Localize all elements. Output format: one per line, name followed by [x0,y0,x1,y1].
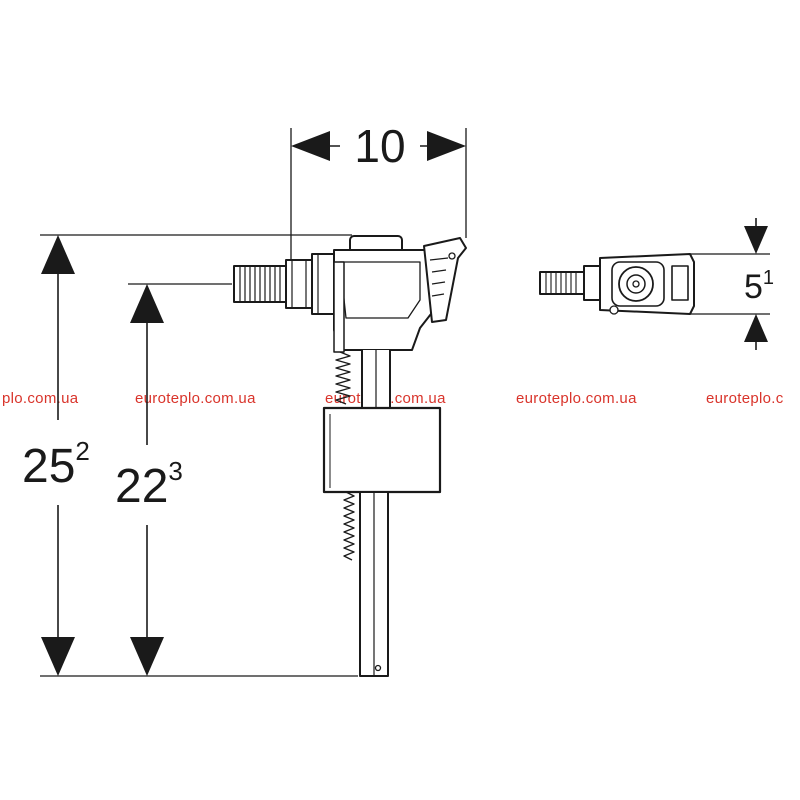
watermark-4: euroteplo.com.ua [516,390,637,407]
total-height-dimension: 252 [22,234,358,677]
inlet-height-dimension: 223 [115,283,232,676]
depth-dimension: 51 [690,218,774,350]
arrow-right-icon [427,131,466,161]
arrow-down-icon-2 [130,637,164,676]
arrow-down-icon-3 [744,226,768,254]
svg-text:223: 223 [115,456,183,513]
total-height-superscript: 2 [75,436,89,466]
svg-text:252: 252 [22,436,90,493]
width-dimension: 10 [290,120,467,262]
watermark-1: plo.com.ua [2,390,79,407]
arrow-up-icon-2 [130,284,164,323]
inlet-height-label: 22 [115,460,168,513]
arrow-up-icon-3 [744,314,768,342]
watermark-row: plo.com.ua euroteplo.com.ua euroteplo.co… [2,390,784,407]
fill-valve-top-view [539,253,695,315]
arrow-left-icon [291,131,330,161]
svg-text:51: 51 [744,267,774,306]
inlet-height-superscript: 3 [168,456,182,486]
watermark-5: euroteplo.c [706,390,784,407]
total-height-label: 25 [22,440,75,493]
fill-valve-side-view [233,235,467,677]
depth-label: 5 [744,268,763,306]
watermark-2: euroteplo.com.ua [135,390,256,407]
arrow-up-icon [41,235,75,274]
width-label: 10 [354,120,405,172]
depth-superscript: 1 [763,267,774,289]
arrow-down-icon [41,637,75,676]
